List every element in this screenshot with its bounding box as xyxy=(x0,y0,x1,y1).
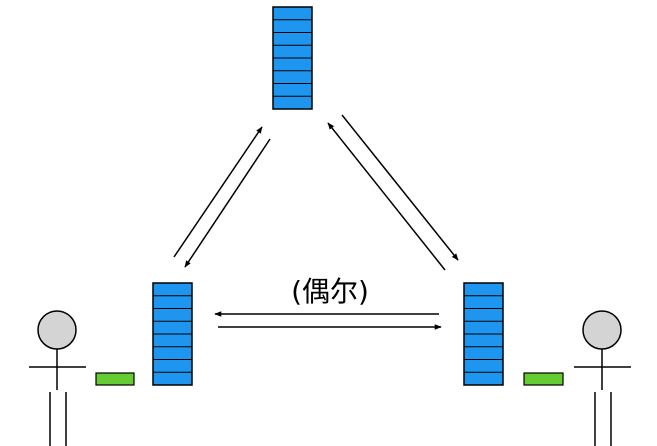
arrow-top-to-left xyxy=(184,138,271,268)
person-left-head xyxy=(37,310,77,350)
arrow-top-to-right xyxy=(341,114,459,261)
connector-left xyxy=(95,372,135,386)
person-left-icon xyxy=(29,310,86,446)
edge-label-occasional: (偶尔) xyxy=(291,275,369,308)
stack-right xyxy=(463,282,504,386)
arrow-left-to-top xyxy=(173,126,263,258)
connector-right xyxy=(523,372,564,386)
arrow-right-to-top xyxy=(327,122,446,271)
person-right-icon xyxy=(574,310,631,446)
stack-right-dividers xyxy=(464,295,503,373)
stack-left xyxy=(152,282,193,386)
person-right-head xyxy=(582,310,622,350)
stack-top xyxy=(272,6,313,110)
stack-top-dividers xyxy=(273,19,312,97)
stack-left-dividers xyxy=(153,295,192,373)
